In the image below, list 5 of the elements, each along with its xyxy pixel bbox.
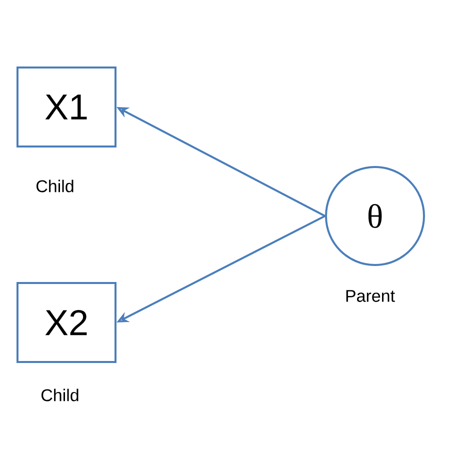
node-caption: Parent: [346, 290, 395, 302]
node-caption: Child: [36, 180, 74, 192]
child-box: X2: [16, 282, 116, 363]
node-caption: Child: [42, 388, 78, 402]
child-box: X1: [16, 66, 116, 148]
